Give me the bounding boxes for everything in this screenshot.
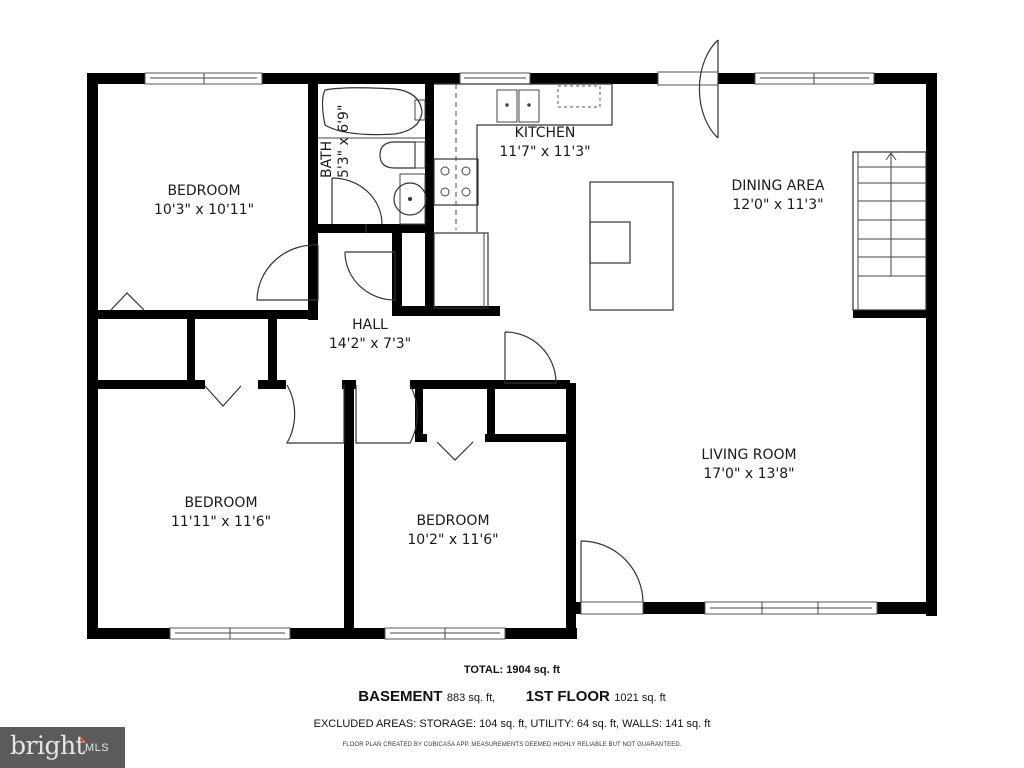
room-label-dining-area: DINING AREA 12'0" x 11'3"	[731, 177, 824, 215]
room-label-bath: BATH 5'3" x 6'9"	[319, 105, 353, 178]
room-name: BATH	[319, 140, 335, 178]
floor-plan	[87, 39, 937, 640]
room-size: 10'3" x 10'11"	[153, 202, 255, 218]
room-label-bedroom-2: BEDROOM 11'11" x 11'6"	[171, 494, 271, 532]
logo-brand: bright	[10, 731, 86, 760]
room-size: 11'11" x 11'6"	[170, 514, 272, 530]
floor-name-1st-floor: 1ST FLOOR	[525, 688, 610, 705]
stairs	[852, 151, 927, 311]
room-size: 11'7" x 11'3"	[499, 144, 591, 160]
room-size: 12'0" x 11'3"	[732, 197, 824, 213]
room-name: BEDROOM	[167, 183, 241, 199]
room-size: 17'0" x 13'8"	[703, 466, 795, 482]
room-label-hall: HALL 14'2" x 7'3"	[329, 316, 411, 354]
room-size: 10'2" x 11'6"	[407, 532, 499, 548]
floor-name-basement: BASEMENT	[358, 688, 443, 705]
room-name: DINING AREA	[731, 178, 825, 194]
room-size: 14'2" x 7'3"	[328, 336, 412, 352]
floor-areas: BASEMENT 883 sq. ft, 1ST FLOOR 1021 sq. …	[0, 688, 1024, 706]
room-name: BEDROOM	[184, 495, 258, 511]
total-area: TOTAL: 1904 sq. ft	[463, 664, 561, 676]
excluded-areas: EXCLUDED AREAS: STORAGE: 104 sq. ft, UTI…	[313, 718, 711, 730]
bright-mls-logo: bright MLS	[0, 727, 125, 768]
room-name: KITCHEN	[514, 125, 576, 141]
windows	[144, 72, 878, 640]
doors	[110, 39, 719, 615]
room-label-living-room: LIVING ROOM 17'0" x 13'8"	[701, 446, 796, 484]
room-name: LIVING ROOM	[701, 447, 797, 463]
kitchen-fixtures	[433, 83, 674, 311]
floor-area-basement: 883 sq. ft,	[446, 692, 496, 704]
room-name: BEDROOM	[416, 513, 490, 529]
room-name: HALL	[352, 317, 388, 333]
interior-walls	[87, 80, 937, 639]
room-label-kitchen: KITCHEN 11'7" x 11'3"	[499, 124, 590, 162]
disclaimer: FLOOR PLAN CREATED BY CUBICASA APP. MEAS…	[342, 742, 682, 748]
room-label-bedroom-3: BEDROOM 10'2" x 11'6"	[407, 512, 498, 550]
bath-fixtures	[318, 87, 427, 225]
logo-suffix: MLS	[85, 742, 110, 754]
room-size: 5'3" x 6'9"	[336, 104, 352, 178]
room-label-bedroom-1: BEDROOM 10'3" x 10'11"	[154, 182, 254, 220]
logo-accent-dot	[80, 738, 84, 742]
floor-area-1st-floor: 1021 sq. ft	[614, 692, 666, 704]
